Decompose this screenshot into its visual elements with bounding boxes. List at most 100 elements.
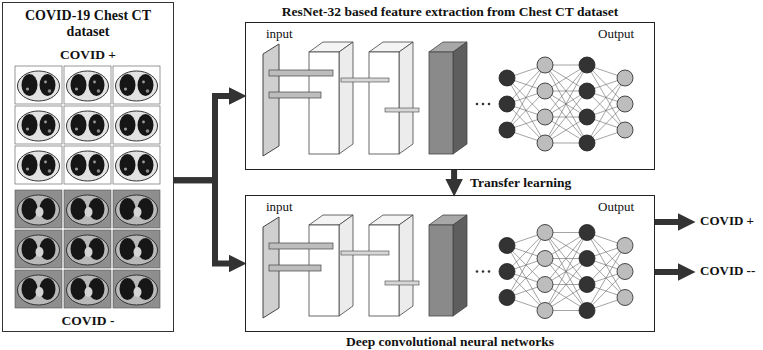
cuboid-front: [369, 225, 399, 316]
ellipsis-dot: [482, 270, 485, 273]
ct-lung: [22, 154, 38, 176]
box-heading: Deep convolutional neural networks: [346, 334, 554, 349]
class-label: COVID +: [60, 47, 116, 62]
neuron: [537, 251, 553, 267]
ct-body: [116, 195, 158, 225]
ct-frame: [113, 230, 160, 268]
ellipsis-dot: [476, 103, 479, 106]
ct-lesion: [93, 161, 96, 164]
ct-body: [116, 71, 158, 101]
neuron-link: [545, 233, 587, 311]
ct-lung: [138, 74, 154, 96]
ct-lesion: [26, 87, 29, 90]
layer-label: input: [266, 27, 293, 42]
ct-lesion: [26, 127, 29, 130]
cuboid-side: [399, 42, 413, 154]
neuron: [617, 238, 633, 254]
ct-frame: [64, 106, 111, 144]
neuron: [579, 83, 595, 99]
ct-grid-positive: [15, 66, 160, 184]
neuron: [537, 83, 553, 99]
ct-heart: [36, 247, 44, 257]
network-box: Deep convolutional neural networksinputO…: [245, 195, 655, 332]
neuron: [499, 122, 515, 138]
ct-body: [18, 275, 60, 305]
ct-frame: [64, 146, 111, 184]
ct-body: [18, 111, 60, 141]
ct-lung: [40, 114, 56, 136]
flow-arrow: [174, 96, 233, 180]
ct-lung: [71, 238, 87, 260]
ct-lung: [71, 278, 87, 300]
neuron: [579, 57, 595, 73]
ellipsis-dot: [488, 270, 491, 273]
neuron: [537, 225, 553, 241]
ct-lesion: [142, 81, 145, 84]
neuron: [579, 303, 595, 319]
ct-lung: [71, 198, 87, 220]
layer-label: input: [266, 200, 293, 215]
ct-body: [18, 151, 60, 181]
ct-body: [67, 71, 109, 101]
kernel-bar: [269, 92, 321, 98]
ct-lung: [120, 238, 136, 260]
neuron: [499, 70, 515, 86]
ct-lung: [22, 198, 38, 220]
ct-heart: [85, 207, 93, 217]
cuboid-front: [369, 52, 399, 154]
ct-lung: [89, 74, 105, 96]
ct-lung: [138, 114, 154, 136]
ct-lesion: [124, 87, 127, 90]
cuboid-front: [309, 52, 339, 154]
ct-body: [67, 195, 109, 225]
neuron: [537, 135, 553, 151]
ct-frame: [15, 146, 62, 184]
ct-lesion: [75, 127, 78, 130]
output-label: COVID --: [700, 264, 755, 279]
ct-lesion: [124, 127, 127, 130]
ct-heart: [85, 287, 93, 297]
kernel-bar: [385, 108, 419, 112]
ct-frame: [15, 66, 62, 104]
cuboid-side: [339, 42, 353, 154]
ct-lesion: [75, 167, 78, 170]
flow-arrow: [655, 219, 682, 225]
ct-lung: [22, 74, 38, 96]
neuron-link: [545, 65, 587, 143]
neuron: [537, 109, 553, 125]
neuron-link: [545, 65, 587, 143]
ct-lung: [22, 114, 38, 136]
ct-lung: [89, 114, 105, 136]
ct-lung: [120, 278, 136, 300]
output-class: COVID +: [698, 213, 756, 231]
ct-body: [18, 195, 60, 225]
network-illustration: [263, 42, 633, 156]
ellipsis-dot: [488, 103, 491, 106]
network-illustration: [263, 215, 633, 319]
flow-arrow: [174, 180, 233, 263]
ellipsis-dot: [482, 103, 485, 106]
flow-arrow: [655, 269, 682, 275]
neuron: [579, 135, 595, 151]
ct-heart: [134, 287, 142, 297]
ct-body: [18, 71, 60, 101]
ct-lesion: [146, 89, 150, 93]
ct-lung: [40, 74, 56, 96]
cuboid-front: [429, 52, 453, 154]
layer-label: Output: [598, 27, 634, 42]
ct-lung: [120, 198, 136, 220]
neuron: [617, 290, 633, 306]
neuron: [579, 225, 595, 241]
ct-frame: [15, 230, 62, 268]
neuron: [617, 264, 633, 280]
ct-lung: [120, 114, 136, 136]
kernel-bar: [269, 243, 333, 249]
cuboid-front: [429, 225, 453, 316]
ct-lesion: [44, 121, 47, 124]
ct-lesion: [142, 121, 145, 124]
ct-lung: [120, 74, 136, 96]
ct-lung: [120, 154, 136, 176]
ct-frame: [113, 106, 160, 144]
box-heading: ResNet-32 based feature extraction from …: [282, 4, 618, 19]
neuron: [579, 109, 595, 125]
